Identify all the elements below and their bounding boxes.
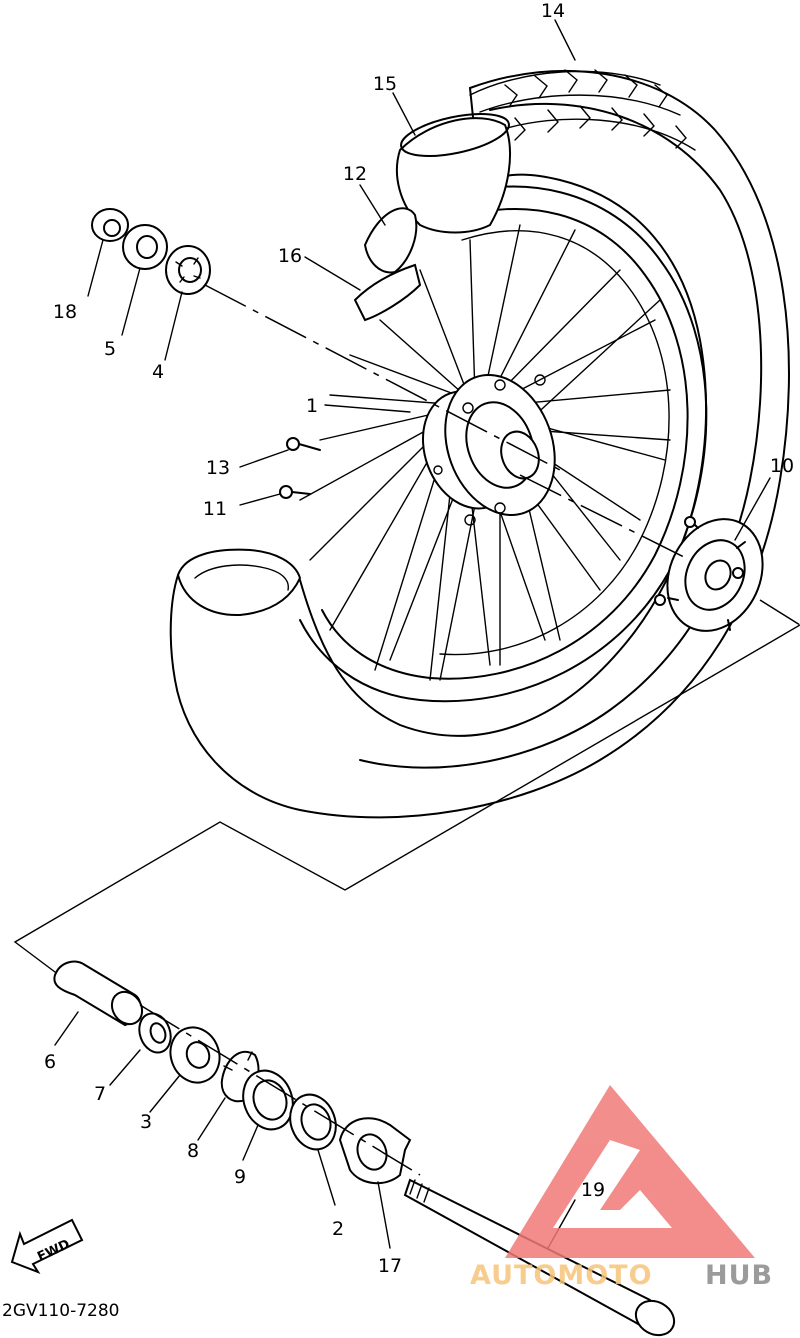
callout-11: 11 [203,498,227,520]
callout-5: 5 [104,338,116,360]
callout-4: 4 [152,361,164,383]
part-3-bearing [169,1026,221,1084]
part-18-collar [91,208,129,242]
callout-3: 3 [140,1111,152,1133]
tire [169,69,790,819]
part-5-oil-seal [122,224,168,270]
callout-1: 1 [306,395,318,417]
callout-8: 8 [187,1140,199,1162]
part-17-speedometer-gear [338,1117,412,1185]
watermark-text-automoto: AUTOMOTO [470,1260,653,1291]
callout-numbers: 14 15 12 16 18 5 4 1 13 11 10 6 7 3 8 9 … [44,0,794,1277]
tube-and-rimband [353,113,511,322]
callout-14: 14 [541,0,565,22]
leader-lines [54,19,771,1249]
callout-13: 13 [206,457,230,479]
callout-9: 9 [234,1166,246,1188]
hub [421,374,556,526]
part-2-oil-seal [289,1093,337,1151]
spoke-nipples [279,437,321,499]
callout-6: 6 [44,1051,56,1073]
automotohub-watermark: AUTOMOTO HUB [470,1085,773,1291]
callout-17: 17 [378,1255,402,1277]
brake-hub-part-10 [654,516,764,632]
callout-18: 18 [53,301,77,323]
part-6-spacer [53,960,144,1027]
callout-7: 7 [94,1083,106,1105]
callout-15: 15 [373,73,397,95]
assembly-dash-outline [13,284,800,1176]
part-4-bearing [165,245,211,295]
part-9-gear-unit [242,1069,294,1131]
fwd-arrow-icon: FWD [10,1218,84,1275]
diagram-code: 2GV110-7280 [2,1301,119,1321]
callout-12: 12 [343,163,367,185]
spokes [299,224,671,681]
callout-2: 2 [332,1218,344,1240]
watermark-logo-icon [505,1085,755,1258]
callout-16: 16 [278,245,302,267]
watermark-text-hub: HUB [705,1260,773,1291]
part-7-spacer [138,1012,172,1054]
callout-19: 19 [581,1179,605,1201]
callout-10: 10 [770,455,794,477]
